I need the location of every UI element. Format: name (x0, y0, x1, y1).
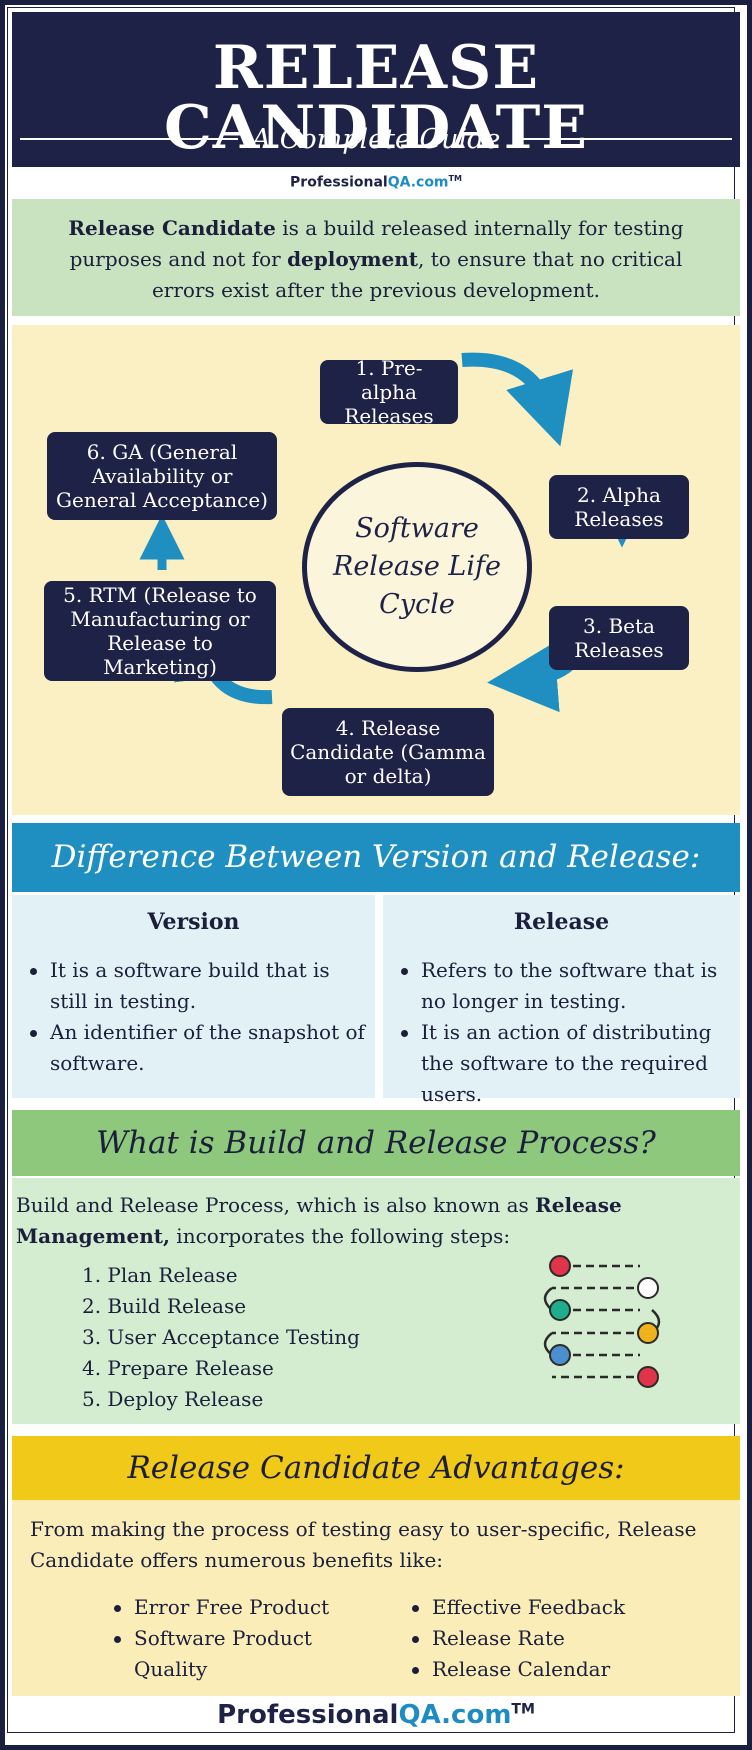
advantages-body: From making the process of testing easy … (12, 1500, 740, 1696)
list-item: It is a software build that is still in … (30, 955, 365, 1017)
top-logo: ProfessionalQA.comTM (0, 174, 752, 191)
subtitle-row: A Complete Guide (20, 123, 733, 155)
footer-logo: ProfessionalQA.comTM (0, 1700, 752, 1730)
step-number: 4. (82, 1356, 102, 1380)
process-flow-icon (543, 1255, 661, 1388)
advantages-list-right: Effective Feedback Release Rate Release … (412, 1592, 692, 1685)
cycle-step-beta: 3. Beta Releases (549, 606, 689, 670)
version-points: It is a software build that is still in … (12, 955, 375, 1079)
logo-tm: TM (448, 174, 462, 183)
intro-term: Release Candidate (68, 216, 276, 240)
build-steps-list: 1. Plan Release 2. Build Release 3. User… (82, 1260, 360, 1415)
cycle-step-pre-alpha: 1. Pre-alpha Releases (320, 356, 458, 428)
release-title: Release (513, 909, 610, 935)
advantages-heading: Release Candidate Advantages: (12, 1436, 740, 1500)
build-lead-text-2: incorporates the following steps: (169, 1224, 511, 1248)
list-item: 4. Prepare Release (82, 1353, 360, 1384)
subtitle-line-right (514, 138, 733, 140)
arrow-1-to-2-icon (461, 352, 574, 447)
step-label: User Acceptance Testing (107, 1325, 360, 1349)
step-number: 5. (82, 1387, 102, 1411)
step-label: Build Release (107, 1294, 247, 1318)
intro-text-1: is a build released internally for testi… (69, 216, 684, 271)
cycle-center-label: Software Release Life Cycle (302, 462, 532, 672)
list-item: An identifier of the snapshot of softwar… (30, 1017, 365, 1079)
page-title: RELEASE CANDIDATE (164, 33, 588, 163)
build-release-body: Build and Release Process, which is also… (12, 1178, 740, 1424)
version-column: Version It is a software build that is s… (12, 895, 375, 1098)
logo-tm: TM (511, 1701, 535, 1718)
advantages-lead: From making the process of testing easy … (30, 1517, 697, 1572)
list-item: 1. Plan Release (82, 1260, 360, 1291)
intro-text-2: , to ensure that no critical errors exis… (151, 247, 683, 302)
step-label: Plan Release (107, 1263, 238, 1287)
list-item: 3. User Acceptance Testing (82, 1322, 360, 1353)
build-release-lead: Build and Release Process, which is also… (16, 1190, 736, 1252)
step-number: 2. (82, 1294, 102, 1318)
list-item: Effective Feedback (412, 1592, 692, 1623)
difference-heading: Difference Between Version and Release: (12, 823, 740, 892)
list-item: Error Free Product (114, 1592, 354, 1623)
header-banner: RELEASE CANDIDATE A Complete Guide (12, 12, 740, 167)
list-item: Software Product Quality (114, 1623, 354, 1685)
step-number: 1. (82, 1263, 102, 1287)
list-item: 2. Build Release (82, 1291, 360, 1322)
logo-text-qa: QA.com (387, 174, 449, 191)
build-lead-bold: Release Management, (16, 1193, 622, 1248)
step-label: Prepare Release (107, 1356, 274, 1380)
step-label: Deploy Release (107, 1387, 264, 1411)
list-item: Release Calendar (412, 1654, 692, 1685)
cycle-step-alpha: 2. Alpha Releases (549, 475, 689, 539)
build-lead-text-1: Build and Release Process, which is also… (16, 1193, 536, 1217)
list-item: Release Rate (412, 1623, 692, 1654)
build-release-heading: What is Build and Release Process? (12, 1110, 740, 1176)
subtitle-line-left (20, 138, 238, 140)
cycle-step-ga: 6. GA (General Availability or General A… (47, 432, 277, 520)
logo-text-professional: Professional (217, 1700, 399, 1730)
intro-definition: Release Candidate is a build released in… (12, 199, 740, 316)
logo-text-qa: QA.com (398, 1700, 512, 1730)
intro-bold-deployment: deployment (287, 247, 418, 271)
step-number: 3. (82, 1325, 102, 1349)
list-item: 5. Deploy Release (82, 1384, 360, 1415)
cycle-step-rtm: 5. RTM (Release to Manufacturing or Rele… (44, 581, 276, 681)
release-life-cycle-diagram: 1. Pre-alpha Releases 2. Alpha Releases … (12, 325, 740, 815)
page-subtitle: A Complete Guide (251, 123, 501, 155)
logo-text-professional: Professional (290, 174, 388, 191)
release-points: Refers to the software that is no longer… (383, 955, 740, 1110)
cycle-step-release-candidate: 4. Release Candidate (Gamma or delta) (282, 708, 494, 796)
advantages-list-left: Error Free Product Software Product Qual… (114, 1592, 354, 1685)
list-item: It is an action of distributing the soft… (401, 1017, 730, 1110)
version-title: Version (147, 909, 240, 935)
release-column: Release Refers to the software that is n… (383, 895, 740, 1106)
list-item: Refers to the software that is no longer… (401, 955, 730, 1017)
